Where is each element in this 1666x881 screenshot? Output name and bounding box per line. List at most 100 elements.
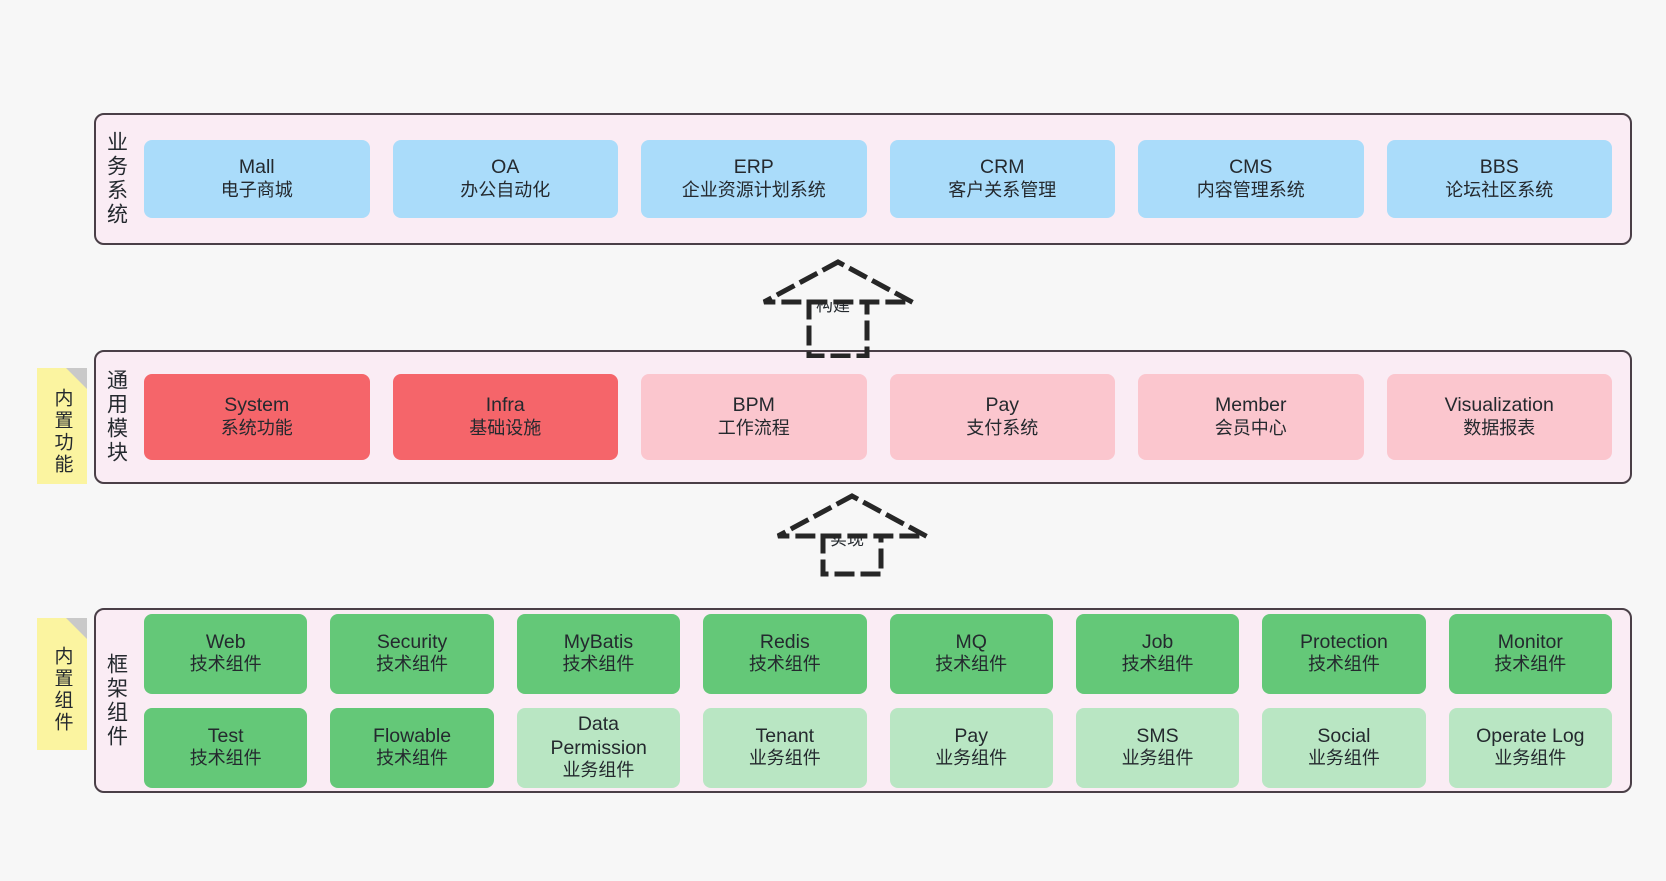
layer-framework-components: 框架组件 Web 技术组件 Security 技术组件 MyBatis 技术组件…	[94, 608, 1632, 793]
node-redis[interactable]: Redis 技术组件	[703, 613, 867, 694]
node-title: System	[224, 394, 290, 417]
node-pay-component[interactable]: Pay 业务组件	[889, 707, 1053, 788]
node-sms[interactable]: SMS 业务组件	[1075, 707, 1240, 788]
node-title: OA	[491, 156, 520, 179]
layer-row: Mall 电子商城 OA 办公自动化 ERP 企业资源计划系统 CRM 客户关系…	[144, 140, 1612, 218]
node-subtitle: 工作流程	[717, 417, 790, 438]
node-cms[interactable]: CMS 内容管理系统	[1138, 140, 1364, 218]
layer-title-business: 业务系统	[104, 131, 128, 227]
node-subtitle: 办公自动化	[460, 179, 551, 200]
layer-business-systems: 业务系统 Mall 电子商城 OA 办公自动化 ERP 企业资源计划系统 CRM…	[94, 113, 1632, 245]
node-title: BPM	[732, 394, 775, 417]
connector-build-arrow	[750, 258, 930, 359]
node-subtitle: 系统功能	[220, 417, 293, 438]
node-subtitle: 业务组件	[562, 760, 635, 781]
note-text: 内置功能	[51, 388, 73, 476]
node-security[interactable]: Security 技术组件	[330, 613, 494, 694]
node-crm[interactable]: CRM 客户关系管理	[889, 140, 1115, 218]
note-builtin-features: 内置功能	[37, 368, 87, 484]
node-subtitle: 基础设施	[469, 417, 542, 438]
connector-implement-arrow	[764, 492, 944, 592]
node-title: Test	[207, 724, 244, 747]
node-mall[interactable]: Mall 电子商城	[144, 140, 370, 218]
node-subtitle: 技术组件	[748, 654, 821, 675]
node-title: MQ	[955, 630, 987, 653]
node-subtitle: 业务组件	[1121, 748, 1194, 769]
node-flowable[interactable]: Flowable 技术组件	[330, 707, 494, 788]
node-tenant[interactable]: Tenant 业务组件	[703, 707, 867, 788]
node-subtitle: 论坛社区系统	[1445, 179, 1554, 200]
node-title: BBS	[1479, 156, 1519, 179]
node-title: CMS	[1229, 156, 1273, 179]
layer-row: System 系统功能 Infra 基础设施 BPM 工作流程 Pay 支付系统…	[144, 374, 1612, 460]
node-operate-log[interactable]: Operate Log 业务组件	[1448, 707, 1612, 788]
node-monitor[interactable]: Monitor 技术组件	[1448, 613, 1612, 694]
layer-common-modules: 通用模块 System 系统功能 Infra 基础设施 BPM 工作流程 Pay…	[94, 350, 1632, 484]
node-title: ERP	[733, 156, 774, 179]
node-title: MyBatis	[563, 630, 634, 653]
node-title: Redis	[759, 630, 810, 653]
node-subtitle: 技术组件	[189, 748, 262, 769]
layer-row: Web 技术组件 Security 技术组件 MyBatis 技术组件 Redi…	[144, 613, 1612, 694]
node-title: Flowable	[373, 724, 452, 747]
node-subtitle: 企业资源计划系统	[681, 179, 826, 200]
layer-title-modules: 通用模块	[104, 369, 128, 465]
node-subtitle: 业务组件	[1307, 748, 1380, 769]
node-title: Security	[376, 630, 448, 653]
node-visualization[interactable]: Visualization 数据报表	[1386, 374, 1612, 460]
node-member[interactable]: Member 会员中心	[1138, 374, 1364, 460]
node-subtitle: 电子商城	[220, 179, 293, 200]
node-title: SMS	[1136, 724, 1179, 747]
node-title: Web	[205, 630, 246, 653]
node-subtitle: 业务组件	[748, 748, 821, 769]
node-title: Mall	[238, 156, 275, 179]
node-subtitle: 技术组件	[1307, 654, 1380, 675]
node-erp[interactable]: ERP 企业资源计划系统	[641, 140, 867, 218]
node-title: Pay	[954, 724, 988, 747]
node-test[interactable]: Test 技术组件	[144, 707, 308, 788]
node-system[interactable]: System 系统功能	[144, 374, 370, 460]
layer-row: Test 技术组件 Flowable 技术组件 Data Permission …	[144, 707, 1612, 788]
node-web[interactable]: Web 技术组件	[144, 613, 308, 694]
node-pay-module[interactable]: Pay 支付系统	[889, 374, 1115, 460]
node-bpm[interactable]: BPM 工作流程	[641, 374, 867, 460]
node-title: Data Permission	[550, 712, 647, 759]
node-protection[interactable]: Protection 技术组件	[1262, 613, 1426, 694]
node-subtitle: 技术组件	[935, 654, 1008, 675]
node-subtitle: 技术组件	[562, 654, 635, 675]
node-subtitle: 技术组件	[376, 654, 449, 675]
layer-body-modules: System 系统功能 Infra 基础设施 BPM 工作流程 Pay 支付系统…	[136, 352, 1630, 482]
node-subtitle: 数据报表	[1463, 417, 1536, 438]
node-title: CRM	[980, 156, 1025, 179]
node-title: Pay	[985, 394, 1020, 417]
node-title: Tenant	[755, 724, 815, 747]
node-social[interactable]: Social 业务组件	[1262, 707, 1426, 788]
layer-title-framework: 框架组件	[104, 652, 128, 749]
node-title: Monitor	[1497, 630, 1563, 653]
node-title: Operate Log	[1476, 724, 1585, 747]
node-data-permission[interactable]: Data Permission 业务组件	[516, 707, 681, 788]
node-subtitle: 支付系统	[966, 417, 1039, 438]
node-subtitle: 技术组件	[189, 654, 262, 675]
node-subtitle: 业务组件	[935, 748, 1008, 769]
node-subtitle: 业务组件	[1494, 748, 1567, 769]
node-infra[interactable]: Infra 基础设施	[392, 374, 618, 460]
node-bbs[interactable]: BBS 论坛社区系统	[1386, 140, 1612, 218]
node-title: Member	[1214, 394, 1287, 417]
note-builtin-components: 内置组件	[37, 618, 87, 750]
node-subtitle: 技术组件	[1121, 654, 1194, 675]
node-title: Protection	[1300, 630, 1388, 653]
node-mq[interactable]: MQ 技术组件	[889, 613, 1053, 694]
node-title: Social	[1317, 724, 1371, 747]
node-subtitle: 会员中心	[1214, 417, 1287, 438]
layer-body-business: Mall 电子商城 OA 办公自动化 ERP 企业资源计划系统 CRM 客户关系…	[136, 115, 1630, 243]
node-title: Visualization	[1444, 394, 1554, 417]
node-subtitle: 客户关系管理	[948, 179, 1057, 200]
node-mybatis[interactable]: MyBatis 技术组件	[516, 613, 681, 694]
node-subtitle: 技术组件	[376, 748, 449, 769]
node-oa[interactable]: OA 办公自动化	[392, 140, 618, 218]
note-text: 内置组件	[51, 646, 73, 734]
node-subtitle: 内容管理系统	[1196, 179, 1305, 200]
node-title: Job	[1141, 630, 1174, 653]
node-job[interactable]: Job 技术组件	[1075, 613, 1240, 694]
